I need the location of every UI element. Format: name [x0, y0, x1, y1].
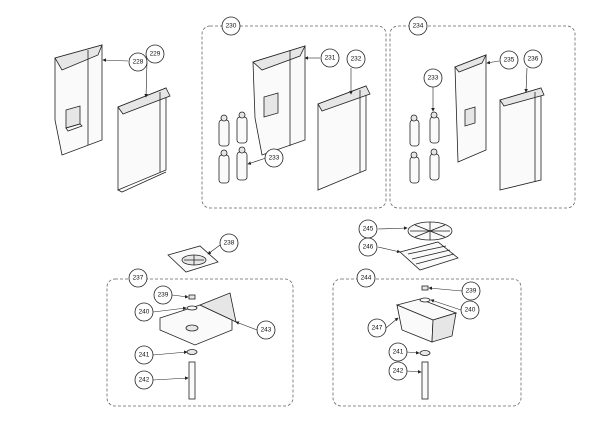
callout-label: 239	[158, 292, 169, 299]
round-grate-245	[407, 221, 453, 241]
callout-label: 228	[133, 59, 144, 66]
callout-label: 247	[372, 325, 383, 332]
callout-228: 228	[128, 52, 148, 72]
callout-238: 238	[219, 233, 239, 253]
callout-label: 242	[393, 368, 404, 375]
callout-232: 232	[346, 49, 366, 69]
callout-237: 237	[128, 268, 148, 288]
callout-240: 240	[134, 302, 154, 322]
callout-242: 242	[134, 370, 154, 390]
callout-241: 241	[388, 342, 408, 362]
callout-label: 237	[133, 275, 144, 282]
callout-label: 240	[139, 309, 150, 316]
callout-236: 236	[523, 49, 543, 69]
callout-242: 242	[388, 361, 408, 381]
waste-fittings-237	[186, 294, 198, 400]
tall-column-235	[454, 54, 487, 163]
cabinet-front-shell-229	[117, 87, 171, 193]
group-box-230	[201, 25, 387, 209]
waste-fittings-244	[419, 285, 431, 400]
callout-label: 246	[363, 244, 374, 251]
sink-tray-247	[395, 298, 458, 343]
callout-247: 247	[367, 318, 387, 338]
rect-basket-246	[399, 241, 459, 271]
callout-label: 241	[139, 352, 150, 359]
callout-label: 233	[269, 155, 280, 162]
callout-label: 241	[393, 349, 404, 356]
callout-239: 239	[153, 285, 173, 305]
group-box-237	[106, 278, 294, 407]
callout-label: 238	[224, 240, 235, 247]
callout-240: 240	[460, 300, 480, 320]
callout-label: 232	[351, 56, 362, 63]
callout-245: 245	[358, 219, 378, 239]
callout-label: 242	[139, 377, 150, 384]
callout-235: 235	[499, 50, 519, 70]
callout-label: 245	[363, 226, 374, 233]
cabinet-front-shell-232	[317, 85, 371, 191]
drain-grate-238	[167, 245, 219, 273]
callout-label: 235	[504, 57, 515, 64]
cabinet-back-shell-228	[54, 44, 103, 156]
callout-233: 233	[264, 148, 284, 168]
group-box-244	[332, 278, 522, 407]
callout-231: 231	[320, 48, 340, 68]
callout-239: 239	[461, 281, 481, 301]
callout-233: 233	[423, 68, 443, 88]
callout-label: 229	[150, 51, 161, 58]
callout-243: 243	[256, 320, 276, 340]
callout-234: 234	[408, 16, 428, 36]
leader-lines	[102, 56, 528, 381]
callout-label: 244	[361, 275, 372, 282]
cabinet-back-shell-231	[252, 45, 306, 156]
callout-229: 229	[145, 44, 165, 64]
wash-basin-243	[159, 292, 237, 346]
cylinder-set-233-b	[409, 111, 440, 184]
callout-label: 231	[325, 55, 336, 62]
callout-label: 234	[413, 23, 424, 30]
callout-label: 233	[428, 75, 439, 82]
callout-230: 230	[221, 16, 241, 36]
callout-label: 243	[261, 327, 272, 334]
callout-label: 239	[466, 288, 477, 295]
callout-241: 241	[134, 345, 154, 365]
callout-246: 246	[358, 237, 378, 257]
callout-label: 230	[226, 23, 237, 30]
callout-244: 244	[356, 268, 376, 288]
cylinder-set-233-a	[218, 111, 248, 184]
tall-enclosure-236	[499, 87, 545, 191]
callout-label: 236	[528, 56, 539, 63]
callout-label: 240	[465, 307, 476, 314]
